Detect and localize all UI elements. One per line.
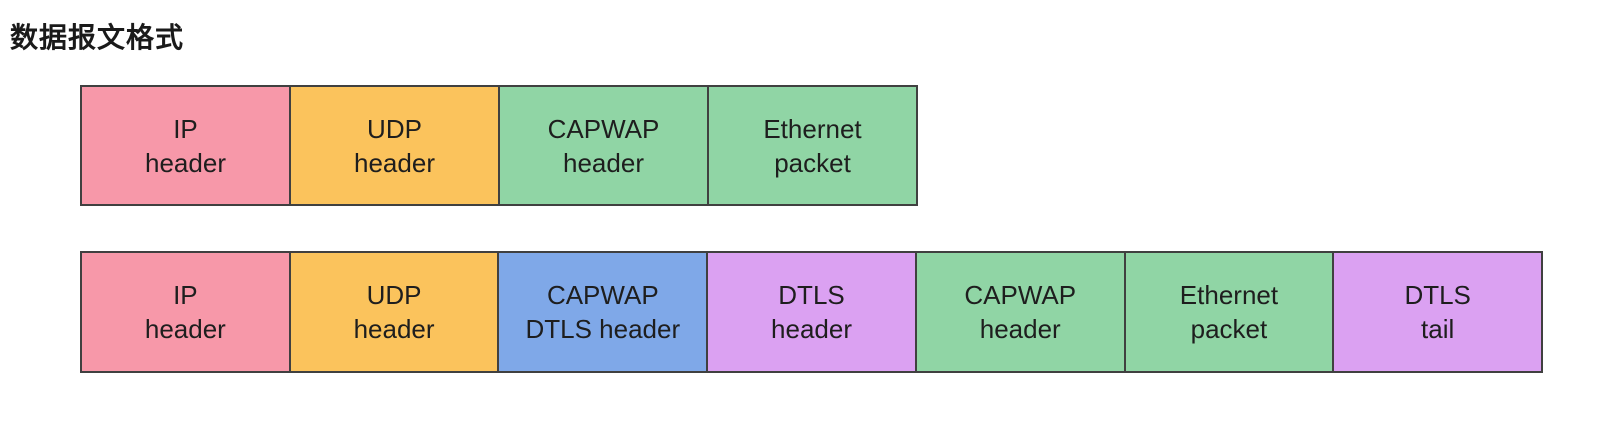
segment-label-line2: tail bbox=[1421, 314, 1455, 344]
segment-label-line1: Ethernet bbox=[1179, 280, 1279, 310]
segment-label-line2: packet bbox=[774, 147, 851, 178]
segment-label-line1: UDP bbox=[367, 113, 422, 144]
segment-label-line2: header bbox=[979, 314, 1061, 344]
segment-label-line2: header bbox=[145, 147, 226, 178]
segment-ethernet-packet: Ethernet packet bbox=[1123, 253, 1333, 371]
segment-ethernet-packet: Ethernet packet bbox=[707, 87, 916, 204]
segment-label-line2: header bbox=[353, 314, 435, 344]
segment-label-line2: header bbox=[771, 314, 852, 344]
segment-label-line2: header bbox=[563, 147, 644, 178]
segment-label-line1: CAPWAP bbox=[547, 113, 660, 144]
segment-label-line1: DTLS bbox=[778, 280, 845, 310]
segment-label-line1: DTLS bbox=[1404, 280, 1471, 310]
segment-label-line1: IP bbox=[173, 280, 198, 310]
segment-label-line2: packet bbox=[1190, 314, 1268, 344]
page-title: 数据报文格式 bbox=[10, 22, 185, 53]
segment-dtls-tail: DTLS tail bbox=[1332, 253, 1542, 371]
segment-udp-header: UDP header bbox=[288, 253, 498, 371]
segment-ip-header: IP header bbox=[82, 253, 289, 371]
segment-capwap-dtls-header: CAPWAP DTLS header bbox=[497, 253, 707, 371]
segment-ip-header: IP header bbox=[82, 87, 289, 204]
segment-label-line1: CAPWAP bbox=[964, 280, 1077, 310]
packet-format-row-no-dtls: IP header UDP header CAPWAP header Ether… bbox=[80, 85, 918, 206]
segment-udp-header: UDP header bbox=[289, 87, 498, 204]
segment-label-line2: header bbox=[144, 314, 226, 344]
segment-label-line2: DTLS header bbox=[525, 314, 681, 344]
segment-dtls-header: DTLS header bbox=[706, 253, 915, 371]
segment-label-line2: header bbox=[354, 147, 435, 178]
segment-label-line1: UDP bbox=[366, 280, 422, 310]
packet-format-row-with-dtls: IP header UDP header CAPWAP DTLS header … bbox=[80, 251, 1543, 373]
segment-label-line1: IP bbox=[173, 113, 198, 144]
segment-label-line1: Ethernet bbox=[763, 113, 862, 144]
segment-capwap-header: CAPWAP header bbox=[914, 253, 1124, 371]
segment-capwap-header: CAPWAP header bbox=[498, 87, 707, 204]
segment-label-line1: CAPWAP bbox=[546, 280, 659, 310]
